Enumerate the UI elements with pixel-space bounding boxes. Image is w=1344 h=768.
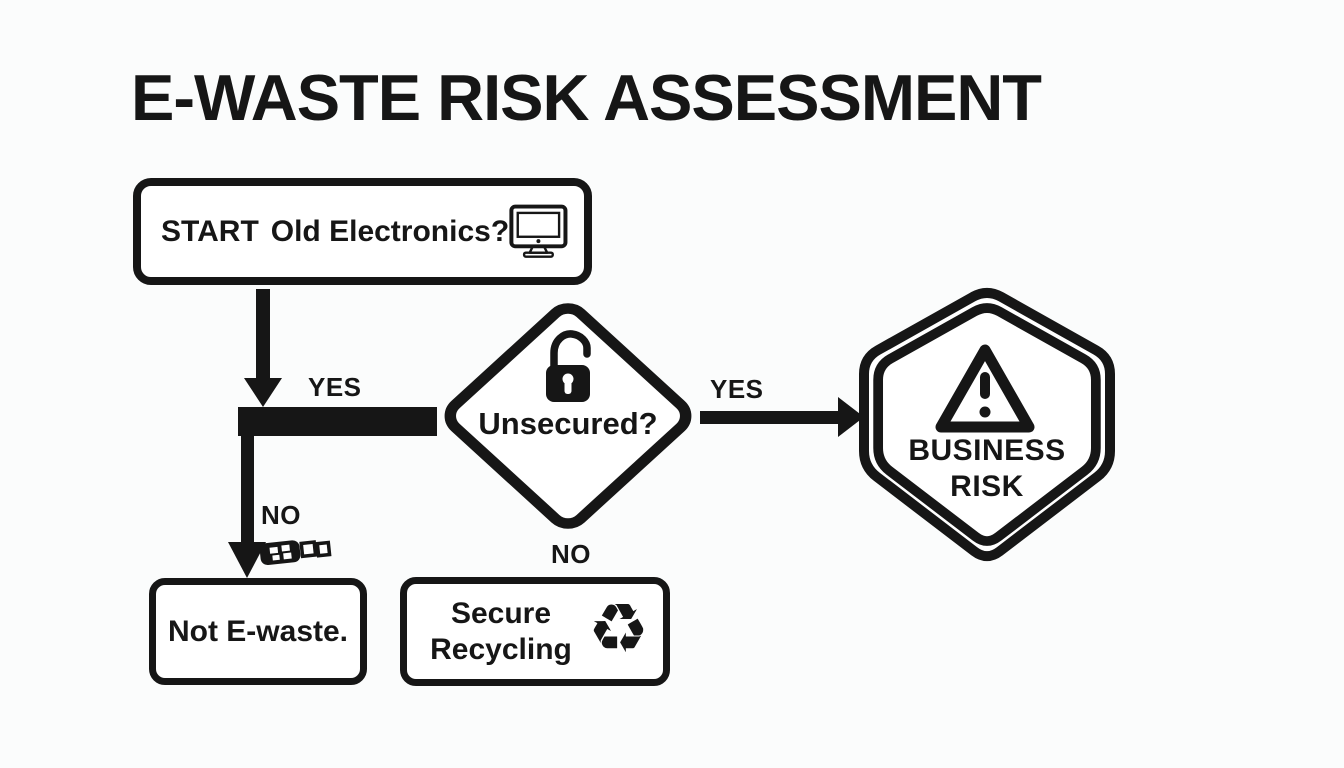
edge-label-no-junction: NO <box>261 500 301 530</box>
secure-recycling-label: Secure Recycling <box>417 596 585 668</box>
node-secure-recycling: Secure Recycling ♻ <box>400 577 670 686</box>
warning-triangle-icon <box>935 344 1035 433</box>
junction-bar <box>238 407 437 436</box>
business-risk-label: BUSINESS RISK <box>887 433 1087 505</box>
open-padlock-icon <box>546 330 591 402</box>
edge-label-yes-start: YES <box>308 372 362 402</box>
business-risk-line1: BUSINESS <box>908 434 1066 467</box>
node-not-ewaste: Not E-waste. <box>149 578 367 685</box>
page-title: E-WASTE RISK ASSESSMENT <box>131 61 1042 134</box>
edge-label-yes-decision: YES <box>710 374 764 404</box>
decision-diamond-shape <box>444 303 692 529</box>
secure-recycling-line1: Secure <box>450 596 552 630</box>
cable-connector-icon <box>259 540 332 566</box>
arrow-junction-to-not-ewaste <box>228 434 266 578</box>
computer-monitor-icon <box>509 204 568 258</box>
edge-label-no-decision: NO <box>551 539 591 569</box>
node-start: START Old Electronics? <box>133 178 592 285</box>
not-ewaste-label: Not E-waste. <box>167 614 349 648</box>
start-prefix-label: START <box>161 214 259 248</box>
recycling-symbol-icon: ♻ <box>588 589 649 669</box>
arrow-decision-to-risk <box>700 397 864 437</box>
start-question-label: Old Electronics? <box>270 214 510 248</box>
decision-label: Unsecured? <box>478 406 658 441</box>
business-risk-line2: RISK <box>950 470 1024 503</box>
arrow-start-to-junction <box>244 289 282 407</box>
secure-recycling-line2: Recycling <box>430 632 572 666</box>
